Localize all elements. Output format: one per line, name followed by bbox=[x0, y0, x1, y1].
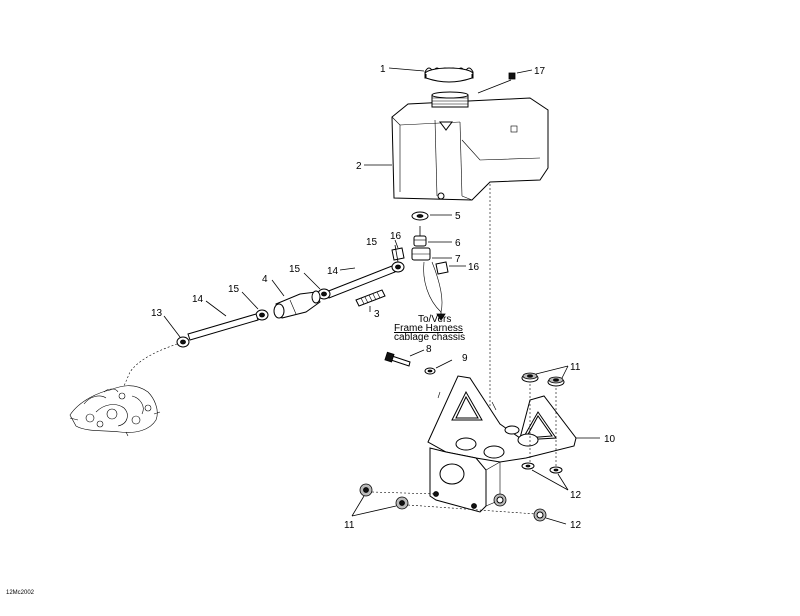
harness-note-line3: cablage chassis bbox=[394, 332, 465, 343]
oil-cap bbox=[424, 67, 474, 83]
harness-note-line2: Frame Harness bbox=[394, 323, 463, 334]
label-12-right: 12 bbox=[570, 490, 582, 501]
nut-11-top-left bbox=[521, 372, 539, 383]
washer-9 bbox=[424, 367, 436, 375]
nut-11-top-right bbox=[547, 376, 565, 387]
nut-11-lower-b bbox=[395, 496, 409, 510]
label-16-top: 16 bbox=[390, 231, 402, 242]
fitting-17 bbox=[508, 72, 516, 80]
bolt-8 bbox=[384, 351, 411, 367]
oil-pump-assembly bbox=[69, 385, 161, 437]
washer-12-right-a bbox=[521, 462, 535, 470]
label-16-right: 16 bbox=[468, 262, 480, 273]
connector bbox=[411, 247, 431, 261]
label-4: 4 bbox=[262, 274, 268, 285]
filter-spring bbox=[355, 289, 386, 307]
diagram-code: 12Mc2002 bbox=[6, 590, 35, 596]
label-6: 6 bbox=[455, 238, 461, 249]
label-11-lower: 11 bbox=[344, 520, 355, 531]
label-14-upper: 14 bbox=[327, 266, 339, 277]
harness-note-line1: To/Vers bbox=[418, 314, 451, 325]
washer-12-lower-b bbox=[533, 508, 547, 522]
fitting-16-right bbox=[435, 261, 449, 275]
oil-filter bbox=[273, 290, 321, 319]
label-10: 10 bbox=[604, 434, 616, 445]
washer-12-lower-a bbox=[493, 493, 507, 507]
label-14-lower: 14 bbox=[192, 294, 204, 305]
label-15-top: 15 bbox=[366, 237, 378, 248]
grommet bbox=[411, 211, 429, 221]
label-11-top: 11 bbox=[570, 362, 581, 373]
label-17: 17 bbox=[534, 66, 546, 77]
clamp-15-middle bbox=[317, 288, 331, 300]
label-15-lower: 15 bbox=[228, 284, 240, 295]
mounting-bracket bbox=[427, 375, 577, 513]
label-7: 7 bbox=[455, 254, 461, 265]
hose-lower bbox=[187, 313, 259, 341]
clamp-13 bbox=[176, 336, 190, 348]
label-2: 2 bbox=[356, 161, 362, 172]
label-9: 9 bbox=[462, 353, 468, 364]
label-8: 8 bbox=[426, 344, 432, 355]
nut-11-lower-a bbox=[359, 483, 373, 497]
level-sensor bbox=[413, 226, 427, 247]
label-15-middle: 15 bbox=[289, 264, 301, 275]
label-12-lower: 12 bbox=[570, 520, 582, 531]
clamp-15-upper bbox=[391, 261, 405, 273]
label-1: 1 bbox=[380, 64, 386, 75]
fitting-16-left bbox=[391, 247, 405, 261]
washer-12-right-b bbox=[549, 466, 563, 474]
label-13: 13 bbox=[151, 308, 163, 319]
oil-tank bbox=[391, 91, 549, 201]
label-3: 3 bbox=[374, 309, 380, 320]
label-5: 5 bbox=[455, 211, 461, 222]
